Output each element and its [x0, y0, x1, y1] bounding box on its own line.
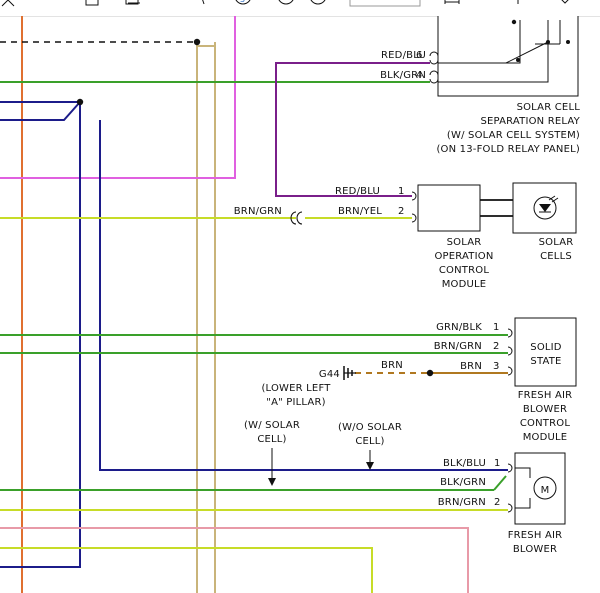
svg-text:SOLAR: SOLAR [539, 237, 574, 248]
zoom-in-icon[interactable]: 3 [235, 0, 251, 5]
svg-text:SEPARATION RELAY: SEPARATION RELAY [480, 116, 580, 127]
blower-wire2-color: BRN/GRN [438, 497, 486, 508]
blower-module-wire2-pin: 2 [493, 341, 499, 352]
blower-wire1-color: BLK/BLU [443, 458, 486, 469]
blower-module-box-line-1: SOLID [530, 342, 562, 353]
solar-cell-separation-relay [429, 16, 579, 97]
fit-width-icon[interactable] [444, 0, 460, 4]
fresh-air-blower-control-module [507, 317, 577, 387]
relay-wire2-color: BLK/GRN [380, 70, 426, 81]
toolbar-icons: 3 [1, 0, 570, 7]
solar-module-label: SOLAR OPERATION CONTROL MODULE [434, 237, 493, 290]
svg-text:CELL): CELL) [355, 436, 384, 447]
svg-text:SOLAR: SOLAR [447, 237, 482, 248]
wire-purple-red-blu [275, 62, 430, 197]
motor-icon [533, 476, 557, 500]
svg-text:FRESH AIR: FRESH AIR [508, 530, 563, 541]
svg-text:BLOWER: BLOWER [523, 404, 567, 415]
solar-cells-label: SOLAR CELLS [539, 237, 574, 262]
motor-letter: M [541, 485, 550, 496]
ground-wire-color: BRN [381, 360, 403, 371]
svg-text:"A" PILLAR): "A" PILLAR) [266, 397, 325, 408]
svg-text:CELLS: CELLS [540, 251, 572, 262]
svg-text:MODULE: MODULE [523, 432, 568, 443]
solar-module-wire2-pin: 2 [398, 206, 404, 217]
relay-wire2-pin: 4 [416, 70, 422, 81]
blower-wire-mid-color: BLK/GRN [440, 477, 486, 488]
svg-text:CONTROL: CONTROL [520, 418, 570, 429]
solar-module-left-wire-color: BRN/GRN [234, 206, 282, 217]
inline-connector-solar [290, 211, 303, 225]
svg-text:CELL): CELL) [257, 434, 286, 445]
svg-text:(LOWER LEFT: (LOWER LEFT [261, 383, 331, 394]
blower-wire1-pin: 1 [494, 458, 500, 469]
solar-operation-control-module [411, 184, 513, 232]
ground-symbol [343, 366, 356, 380]
blower-module-wire3-color: BRN [460, 361, 482, 372]
wire-navy-branch [0, 101, 81, 121]
solar-module-wire1-color: RED/BLU [335, 186, 380, 197]
wire-yellow-bottom [0, 547, 373, 593]
zoom-out-icon-2[interactable] [310, 0, 326, 5]
relay-wire1-color: RED/BLU [381, 50, 426, 61]
solar-cells [512, 182, 577, 234]
blower-module-wire1-color: GRN/BLK [436, 322, 482, 333]
fresh-air-blower [507, 452, 566, 525]
cursor-icon[interactable] [202, 0, 205, 5]
wire-navy-blower [99, 120, 508, 471]
zoom-out-icon[interactable] [278, 0, 294, 5]
svg-text:FRESH AIR: FRESH AIR [518, 390, 573, 401]
svg-text:BLOWER: BLOWER [513, 544, 557, 555]
splice-dot-top [193, 38, 201, 46]
svg-text:(W/ SOLAR: (W/ SOLAR [244, 420, 300, 431]
blower-wire2-pin: 2 [494, 497, 500, 508]
viewer-toolbar [0, 0, 600, 17]
relay-label: SOLAR CELL SEPARATION RELAY (W/ SOLAR CE… [436, 102, 580, 155]
svg-text:MODULE: MODULE [442, 279, 487, 290]
solar-module-wire1-pin: 1 [398, 186, 404, 197]
svg-text:SOLAR CELL: SOLAR CELL [517, 102, 581, 113]
svg-text:OPERATION: OPERATION [434, 251, 493, 262]
note-without-solar: (W/O SOLAR CELL) [338, 422, 402, 470]
blower-module-wire3-pin: 3 [493, 361, 499, 372]
relay-wire1-pin: 6 [416, 50, 422, 61]
blower-module-box-line-2: STATE [530, 356, 561, 367]
chevron-down-icon[interactable] [560, 0, 570, 4]
save-icon[interactable] [85, 0, 99, 6]
solar-module-wire2-color: BRN/YEL [338, 206, 382, 217]
wire-pink-bottom [0, 527, 469, 593]
svg-text:(ON 13-FOLD RELAY PANEL): (ON 13-FOLD RELAY PANEL) [436, 144, 580, 155]
blower-module-label: FRESH AIR BLOWER CONTROL MODULE [518, 390, 573, 443]
ground-id: G44 [319, 369, 340, 380]
page-field[interactable] [349, 0, 421, 7]
blower-module-wire1-pin: 1 [493, 322, 499, 333]
ground-location: (LOWER LEFT "A" PILLAR) [261, 383, 331, 408]
svg-text:CONTROL: CONTROL [439, 265, 489, 276]
note-with-solar: (W/ SOLAR CELL) [244, 420, 300, 486]
svg-text:(W/ SOLAR CELL SYSTEM): (W/ SOLAR CELL SYSTEM) [447, 130, 580, 141]
blower-module-wire2-color: BRN/GRN [434, 341, 482, 352]
back-icon[interactable] [1, 0, 15, 7]
wire-magenta [0, 16, 236, 179]
svg-text:3: 3 [240, 0, 245, 4]
blower-label: FRESH AIR BLOWER [508, 530, 563, 555]
splice-dot-brn [426, 369, 434, 377]
copy-icon[interactable] [125, 0, 140, 5]
splice-dot-navy [76, 98, 84, 106]
wire-blk-grn-bend [493, 475, 507, 491]
svg-text:(W/O SOLAR: (W/O SOLAR [338, 422, 402, 433]
